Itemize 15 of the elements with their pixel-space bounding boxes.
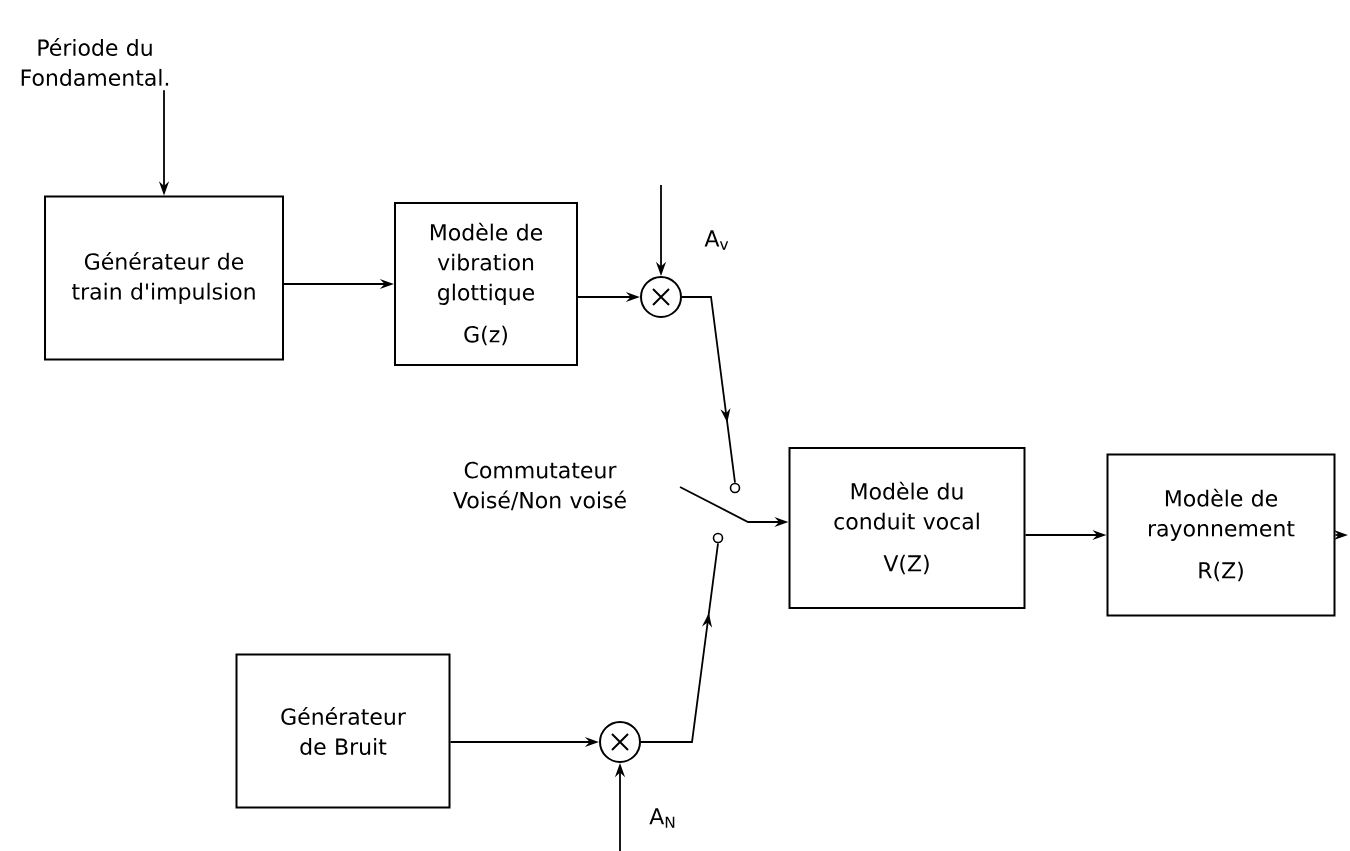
process-box: Modèle de rayonnement R(Z)	[1106, 453, 1336, 617]
arrow	[640, 542, 719, 743]
process-box: Générateur de train d'impulsion	[44, 195, 284, 361]
gain-label: A$_{v}$	[704, 230, 729, 250]
process-box: Modèle de vibration glottique G(z)	[394, 202, 578, 366]
switch-contact	[712, 532, 724, 544]
gain-label: A$_{N}$	[649, 808, 675, 828]
process-box: Générateur de Bruit	[235, 653, 451, 809]
process-box: Modèle du conduit vocal V(Z)	[788, 447, 1026, 609]
switch-label: Commutateur Voisé/Non voisé	[453, 461, 626, 511]
multiplier-symbol	[599, 721, 641, 763]
multiplier-symbol	[640, 276, 682, 318]
signal-label: Période du Fondamental.	[21, 38, 169, 86]
switch-contact	[729, 482, 741, 494]
arrow	[681, 296, 736, 484]
